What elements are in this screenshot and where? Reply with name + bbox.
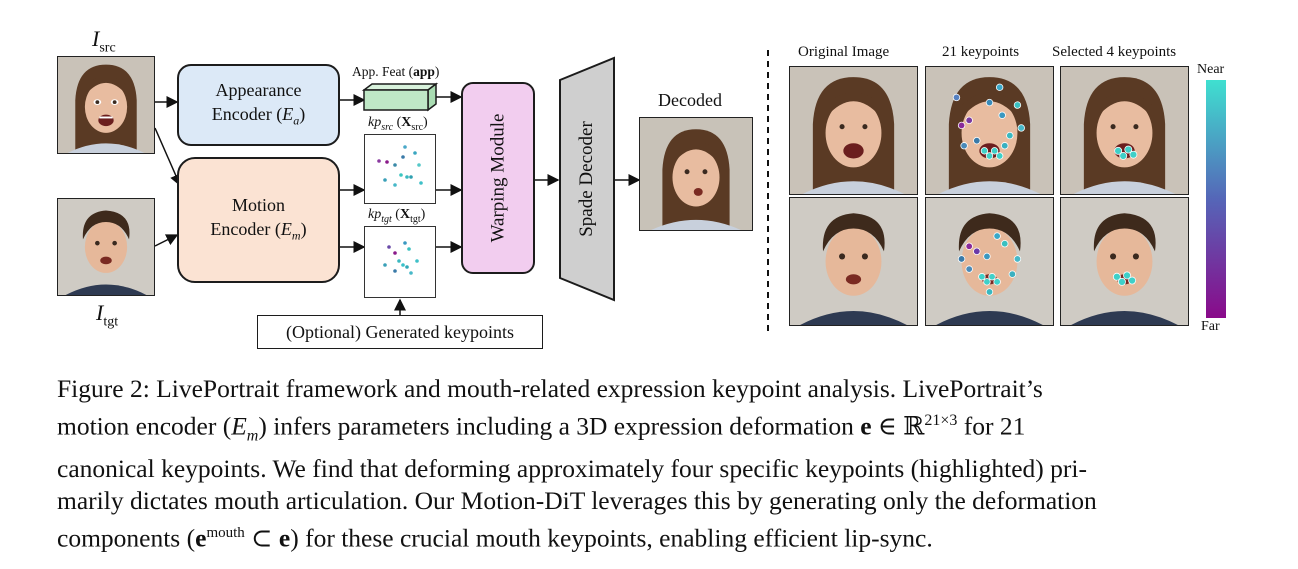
decoded-image: [639, 117, 753, 231]
boy-original: [789, 197, 918, 326]
girl-21-keypoints: [925, 66, 1054, 195]
caption-line-1: Figure 2: LivePortrait framework and mou…: [57, 374, 1043, 403]
i-src-label: Isrc: [92, 26, 116, 56]
caption-line-5: components (emouth ⊂ e) for these crucia…: [57, 523, 933, 553]
col-4kp-header: Selected 4 keypoints: [1052, 44, 1177, 60]
motion-encoder-line2: Encoder (Em): [210, 218, 307, 243]
spade-decoder-label: Spade Decoder: [576, 121, 597, 237]
near-label: Near: [1197, 62, 1225, 77]
depth-colorbar: [1206, 80, 1226, 318]
target-image: [57, 198, 155, 296]
kp-tgt-label: kptgt (Xtgt): [368, 207, 426, 225]
boy-4-keypoints: [1060, 197, 1189, 326]
motion-encoder-box: Motion Encoder (Em): [177, 157, 340, 283]
appearance-encoder-box: Appearance Encoder (Ea): [177, 64, 340, 146]
app-feat-label: App. Feat (app): [352, 64, 440, 79]
caption-line-3: canonical keypoints. We find that deform…: [57, 453, 1087, 483]
warping-module-box: Warping Module: [461, 82, 535, 274]
boy-21-keypoints: [925, 197, 1054, 326]
decoded-label: Decoded: [658, 90, 722, 110]
girl-4-keypoints: [1060, 66, 1189, 195]
kp-src-plot: [364, 134, 436, 204]
source-image: [57, 56, 155, 154]
caption-line-2: motion encoder (Em) infers parameters in…: [57, 411, 1026, 445]
appearance-encoder-line2: Encoder (Ea): [211, 103, 306, 128]
spade-decoder-shape: [559, 56, 615, 302]
caption-line-4: marily dictates mouth articulation. Our …: [57, 485, 1097, 515]
appearance-encoder-line1: Appearance: [215, 79, 302, 100]
optional-keypoints-box: (Optional) Generated keypoints: [257, 315, 543, 349]
kp-src-label: kpsrc (Xsrc): [368, 115, 428, 133]
col-21kp-header: 21 keypoints: [942, 44, 1020, 60]
kp-tgt-plot: [364, 226, 436, 298]
far-label: Far: [1201, 319, 1220, 334]
motion-encoder-line1: Motion: [231, 194, 285, 215]
figure-caption: Figure 2: LivePortrait framework and mou…: [57, 373, 1247, 554]
girl-original: [789, 66, 918, 195]
warping-module-label: Warping Module: [487, 113, 508, 243]
col-original-header: Original Image: [798, 44, 890, 60]
i-tgt-label: Itgt: [96, 300, 119, 330]
